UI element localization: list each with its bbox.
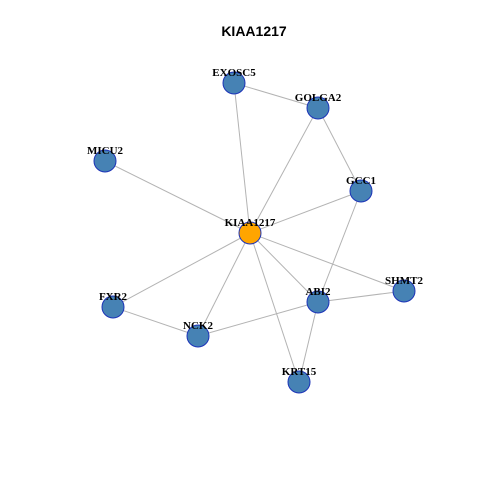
node-abi2[interactable]: ABI2 xyxy=(305,286,331,314)
edge-gcc1-abi2 xyxy=(317,190,362,303)
edge-exosc5-golga2 xyxy=(233,82,319,109)
node-circle-kiaa1217[interactable] xyxy=(238,221,262,245)
node-label-golga2: GOLGA2 xyxy=(295,92,342,104)
node-shmt2[interactable]: SHMT2 xyxy=(385,275,423,303)
node-gcc1[interactable]: GCC1 xyxy=(346,175,376,203)
node-circle-exosc5[interactable] xyxy=(222,71,246,95)
node-label-krt15: KRT15 xyxy=(282,366,317,378)
node-circle-golga2[interactable] xyxy=(306,96,330,120)
node-label-gcc1: GCC1 xyxy=(346,175,376,187)
node-circle-krt15[interactable] xyxy=(287,370,311,394)
edge-layer xyxy=(104,82,405,383)
edge-kiaa1217-krt15 xyxy=(249,232,300,383)
diagram-title: KIAA1217 xyxy=(221,23,287,39)
node-krt15[interactable]: KRT15 xyxy=(282,366,317,394)
node-micu2[interactable]: MICU2 xyxy=(87,145,124,173)
node-label-abi2: ABI2 xyxy=(305,286,331,298)
edge-abi2-nck2 xyxy=(197,301,319,337)
node-circle-fxr2[interactable] xyxy=(101,295,125,319)
edge-golga2-gcc1 xyxy=(317,107,362,192)
edge-golga2-kiaa1217 xyxy=(249,107,319,234)
node-circle-abi2[interactable] xyxy=(306,290,330,314)
edge-shmt2-abi2 xyxy=(317,290,405,303)
edge-kiaa1217-abi2 xyxy=(249,232,319,303)
edge-gcc1-kiaa1217 xyxy=(249,190,362,234)
node-golga2[interactable]: GOLGA2 xyxy=(295,92,342,120)
node-circle-gcc1[interactable] xyxy=(349,179,373,203)
node-label-shmt2: SHMT2 xyxy=(385,275,423,287)
node-label-kiaa1217: KIAA1217 xyxy=(225,217,276,229)
edge-kiaa1217-shmt2 xyxy=(249,232,405,292)
edge-abi2-krt15 xyxy=(298,301,319,383)
edge-micu2-kiaa1217 xyxy=(104,160,251,234)
edge-fxr2-nck2 xyxy=(112,306,199,337)
node-nck2[interactable]: NCK2 xyxy=(183,320,213,348)
node-kiaa1217[interactable]: KIAA1217 xyxy=(225,217,276,245)
edge-exosc5-kiaa1217 xyxy=(233,82,251,234)
node-circle-nck2[interactable] xyxy=(186,324,210,348)
edge-kiaa1217-fxr2 xyxy=(112,232,251,308)
node-label-micu2: MICU2 xyxy=(87,145,124,157)
node-label-exosc5: EXOSC5 xyxy=(212,67,256,79)
node-circle-micu2[interactable] xyxy=(93,149,117,173)
node-label-fxr2: FXR2 xyxy=(99,291,128,303)
node-fxr2[interactable]: FXR2 xyxy=(99,291,128,319)
node-circle-shmt2[interactable] xyxy=(392,279,416,303)
node-exosc5[interactable]: EXOSC5 xyxy=(212,67,256,95)
node-label-nck2: NCK2 xyxy=(183,320,213,332)
edge-kiaa1217-nck2 xyxy=(197,232,251,337)
